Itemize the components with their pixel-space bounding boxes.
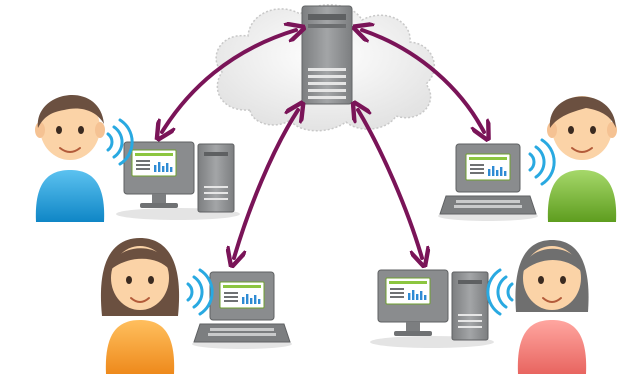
desktop-computer-icon	[370, 269, 494, 348]
person-avatar-icon	[547, 96, 617, 222]
laptop-computer-icon	[438, 143, 538, 221]
desktop-computer-icon	[116, 141, 240, 220]
connection-arrows	[162, 30, 484, 258]
arrow-to-top-left	[162, 30, 296, 132]
wifi-waves-icon	[528, 138, 556, 186]
person-avatar-icon	[100, 238, 180, 374]
wifi-waves-icon	[486, 268, 514, 316]
arrow-to-bottom-left	[234, 110, 298, 258]
person-avatar-icon	[35, 95, 105, 222]
wifi-waves-icon	[186, 268, 214, 316]
server-icon	[301, 5, 353, 105]
laptop-computer-icon	[192, 271, 292, 349]
arrow-to-top-right	[362, 30, 484, 132]
arrow-to-bottom-right	[358, 110, 422, 258]
person-avatar-icon	[515, 240, 589, 374]
